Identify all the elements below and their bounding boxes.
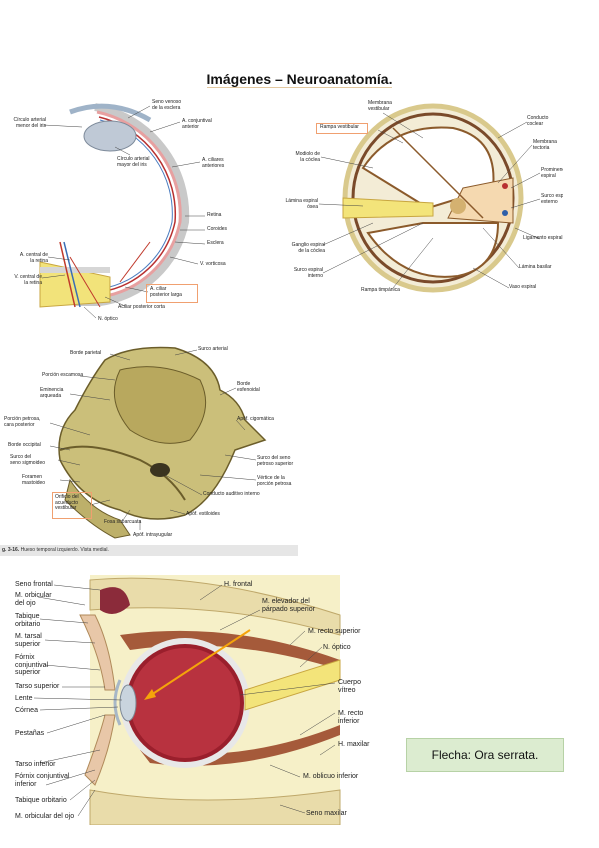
label-fornix-inferior: Fórnix conjuntival inferior: [15, 773, 70, 788]
figure-caption-bar: g. 3-16. Hueso temporal izquierdo. Vista…: [0, 545, 298, 556]
label-n-optico-orbit: N. óptico: [323, 644, 351, 651]
figure-caption: g. 3-16. Hueso temporal izquierdo. Vista…: [2, 547, 109, 553]
page-title: Imágenes – Neuroanatomía.: [206, 71, 393, 88]
label-surco-arterial: Surco arterial: [198, 346, 228, 352]
label-ciliar-larga: A. ciliar posterior larga: [150, 286, 182, 298]
label-conjuntival-anterior: A. conjuntival anterior: [182, 118, 212, 130]
label-central-retina-v: V. central de la retina: [14, 274, 42, 286]
label-ligamento: Ligamento espiral: [523, 235, 563, 241]
label-vorticosa: V. vorticosa: [200, 261, 226, 267]
label-lamina-basilar: Lámina basilar: [519, 264, 552, 270]
label-apof-intrayugular: Apóf. intrayugular: [133, 532, 173, 538]
label-recto-inferior: M. recto inferior: [338, 710, 364, 725]
label-circulo-mayor: Círculo arterial mayor del iris: [117, 156, 150, 168]
label-seno-frontal: Seno frontal: [15, 581, 53, 588]
label-seno-maxilar: Seno maxilar: [306, 810, 347, 817]
label-apof-cigomatica: Apóf. cigomática: [237, 416, 274, 422]
label-porcion-petrosa: Porción petrosa, cara posterior: [4, 416, 41, 428]
label-rampa-timpanica: Rampa timpánica: [361, 287, 400, 293]
label-borde-parietal: Borde parietal: [70, 350, 102, 356]
label-conducto-auditivo: Conducto auditivo interno: [203, 491, 260, 497]
label-lamina-osea: Lámina espiral ósea: [285, 198, 318, 210]
label-membrana-tectoria: Membrana tectoria: [533, 139, 557, 151]
label-coroides: Coroides: [207, 226, 228, 232]
orbit-illustration: [33, 575, 341, 825]
annotation-note: Flecha: Ora serrata.: [406, 738, 564, 772]
highlight-box-orificio: [52, 492, 92, 519]
label-fosa-subarcuata: Fosa subarcuata: [104, 519, 142, 525]
label-tarso-superior: Tarso superior: [15, 683, 60, 690]
label-orbicular-inferior: M. orbicular del ojo: [15, 813, 75, 820]
label-surco-petroso: Surco del seno petroso superior: [257, 455, 294, 467]
label-fornix-superior: Fórnix conjuntival superior: [15, 654, 49, 676]
label-central-retina-a: A. central de la retina: [19, 252, 48, 264]
label-n-optico: N. óptico: [98, 316, 118, 322]
label-prominencia: Prominencia espiral: [541, 167, 563, 179]
label-ciliares-anteriores: A. ciliares anteriores: [202, 157, 225, 169]
label-modiolo: Modiolo de la cóclea: [295, 151, 320, 163]
label-orbicular: M. orbicular del ojo: [15, 592, 52, 607]
label-vertice: Vértice de la porción petrosa: [257, 475, 292, 487]
eye-diagram: Círculo arterial menor del iris Seno ven…: [0, 92, 240, 332]
label-foramen: Foramen mastoideo: [22, 474, 46, 486]
label-surco-interno: Surco espiral interno: [293, 267, 323, 279]
cochlea-illustration: [318, 103, 541, 293]
highlight-box-rampa: [316, 123, 368, 134]
label-orificio: Orificio del acueducto vestibular: [55, 494, 79, 511]
label-ganglio: Ganglio espiral de la cóclea: [291, 242, 325, 254]
label-cuerpo-vitreo: Cuerpo vítreo: [338, 679, 361, 694]
label-elevador: M. elevador del párpado superior: [262, 598, 315, 613]
label-porcion-escamosa: Porción escamosa: [42, 372, 84, 378]
label-h-frontal: H. frontal: [224, 581, 253, 588]
cochlea-diagram: Membrana vestibular Rampa vestibular Con…: [283, 98, 563, 303]
label-apof-estiloides: Apóf. estiloides: [186, 511, 220, 517]
label-recto-superior: M. recto superior: [308, 628, 361, 635]
label-oblicuo-inferior: M. oblicuo inferior: [303, 773, 359, 780]
label-rampa-vestibular: Rampa vestibular: [320, 124, 359, 130]
label-circulo-menor: Círculo arterial menor del iris: [13, 117, 46, 129]
label-surco-externo: Surco espiral externo: [541, 193, 563, 205]
label-tabique: Tabique orbitario: [15, 613, 41, 628]
highlight-box-ciliar: [146, 284, 198, 303]
temporal-bone-illustration: [49, 346, 267, 539]
label-cornea: Córnea: [15, 707, 38, 714]
label-tarsal: M. tarsal superior: [15, 633, 42, 648]
label-tarso-inferior: Tarso inferior: [15, 761, 56, 768]
temporal-bone-diagram: Borde parietal Surco arterial Porción es…: [0, 340, 300, 545]
label-borde-occipital: Borde occipital: [8, 442, 41, 448]
label-vaso-espiral: Vaso espiral: [509, 284, 537, 290]
eye-illustration: [39, 103, 206, 319]
label-eminencia: Eminencia arqueada: [40, 387, 64, 399]
label-retina: Retina: [207, 212, 222, 218]
label-borde-esfenoidal: Borde esfenoidal: [237, 381, 260, 393]
label-membrana-vestibular: Membrana vestibular: [368, 100, 392, 112]
label-h-maxilar: H. maxilar: [338, 741, 370, 748]
label-pestanas: Pestañas: [15, 730, 45, 737]
label-ciliar-corta: Aciliar posterior corta: [118, 304, 165, 310]
label-conducto-coclear: Conducto coclear: [527, 115, 549, 127]
label-esclera: Esclera: [207, 240, 224, 246]
label-lente: Lente: [15, 695, 33, 702]
label-tabique-inferior: Tabique orbitario: [15, 797, 67, 804]
label-seno-venoso: Seno venoso de la esclera: [152, 99, 182, 111]
orbit-diagram: Seno frontal M. orbicular del ojo Tabiqu…: [0, 575, 370, 825]
label-surco-sigmoideo: Surco del seno sigmoideo: [10, 454, 46, 466]
